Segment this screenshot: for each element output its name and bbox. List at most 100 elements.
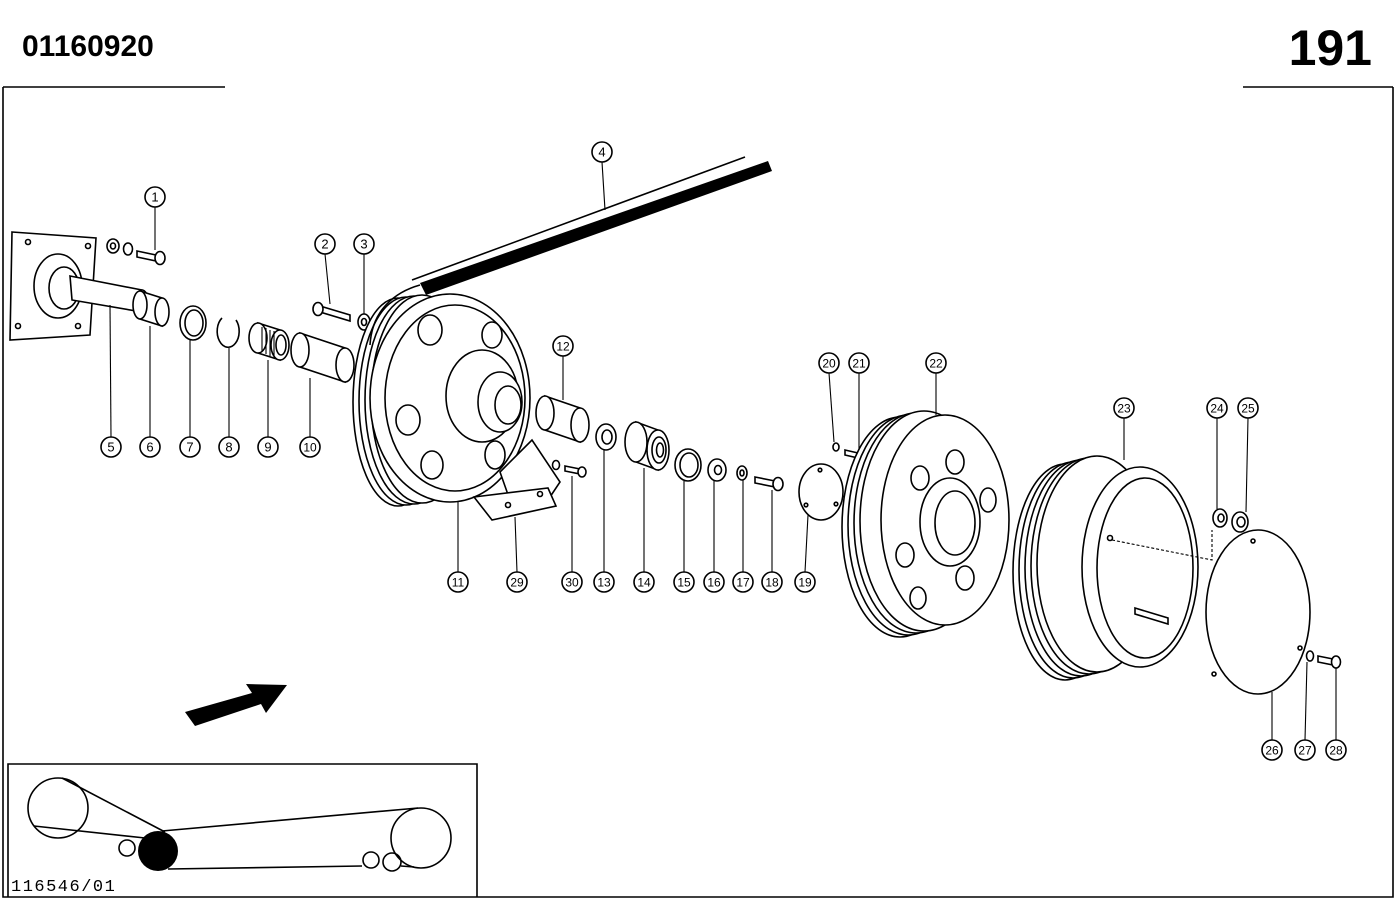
part-14-ball-bearing: [624, 420, 670, 472]
bolt-head: [772, 476, 784, 492]
inset-drawing-code: 116546/01: [11, 878, 116, 897]
callout-17: 17: [732, 480, 754, 593]
callout-26: 26: [1261, 692, 1283, 761]
sleeve-front: [570, 407, 590, 443]
callout-number: 24: [1210, 402, 1224, 416]
callout-leader-line: [109, 304, 112, 438]
pulley-hole: [955, 565, 975, 591]
callout-number: 14: [637, 576, 651, 590]
callout-number: 25: [1241, 402, 1255, 416]
inset-belt-d: [167, 865, 363, 870]
callout-circle: [1261, 739, 1283, 761]
part-8-snap-ring: [216, 317, 240, 348]
inset-idler: [118, 839, 136, 857]
callout-circle: [299, 436, 321, 458]
pulley-bore: [934, 490, 976, 556]
part-12-sleeve: [535, 394, 590, 444]
pulley-hole: [945, 449, 965, 475]
callout-13: 13: [593, 450, 615, 593]
callout-leader-line: [514, 516, 518, 573]
callout-circle: [848, 352, 870, 374]
belt-top-edge: [411, 156, 746, 281]
callout-circle: [218, 436, 240, 458]
bushing-front: [154, 297, 170, 327]
callout-circle: [633, 571, 655, 593]
ring-inner: [679, 452, 699, 478]
plate-hole: [74, 322, 82, 330]
callout-circle: [673, 571, 695, 593]
washer: [832, 442, 840, 452]
bracket-hole: [536, 490, 544, 498]
callout-19: 19: [794, 514, 816, 593]
nut-bore: [1236, 516, 1246, 528]
callout-number: 17: [736, 576, 750, 590]
callout-number: 1: [151, 190, 158, 205]
drum-inner-rim: [1096, 477, 1194, 659]
callout-circle: [257, 436, 279, 458]
callout-number: 11: [452, 576, 465, 590]
page-frame: [2, 86, 1394, 898]
part-13-bearing: [595, 423, 617, 451]
ring-inner: [184, 309, 204, 337]
callout-number: 23: [1117, 402, 1131, 416]
callout-number: 18: [765, 576, 779, 590]
part-16-washer: [707, 458, 727, 482]
part-1-bolt-set: [106, 238, 166, 266]
callout-number: 13: [597, 576, 611, 590]
callout-number: 6: [146, 440, 153, 455]
inset-idler: [362, 851, 380, 869]
part-9-needle-bearing: [248, 321, 290, 362]
direction-arrow-icon: [185, 684, 287, 726]
callout-leader-line: [601, 161, 606, 211]
pulley-hole: [909, 586, 927, 610]
callout-11: 11: [447, 502, 469, 593]
bolt-shank: [1317, 655, 1334, 666]
callout-23: 23: [1113, 397, 1135, 460]
callout-number: 7: [186, 440, 193, 455]
part-19-cap: [798, 463, 844, 521]
cap-hole: [817, 467, 823, 473]
part-15-ring: [674, 448, 702, 482]
callout-circle: [1237, 397, 1259, 419]
callout-number: 27: [1298, 744, 1312, 758]
callout-leader-line: [1245, 417, 1249, 513]
bolt-shank: [136, 250, 157, 262]
callout-number: 20: [822, 357, 836, 371]
ring-outer: [179, 305, 207, 341]
bearing-race: [651, 436, 667, 464]
callout-circle: [794, 571, 816, 593]
belt-wrap: [369, 284, 421, 346]
bearing-needles: [261, 327, 275, 357]
callout-number: 26: [1265, 744, 1279, 758]
callout-10: 10: [299, 378, 321, 458]
washer-outer: [707, 458, 727, 482]
callout-number: 29: [510, 576, 524, 590]
pulley-hub: [919, 477, 981, 567]
part-22-pulley: [841, 410, 1010, 638]
part-27-28-bolt-set: [1305, 650, 1342, 669]
part-number: 01160920: [22, 30, 154, 63]
part-17-washer: [736, 465, 748, 481]
callout-5: 5: [100, 304, 122, 458]
callout-circle: [353, 233, 375, 255]
callout-number: 3: [360, 237, 367, 252]
frame-border: [2, 87, 1394, 898]
callout-number: 30: [565, 576, 579, 590]
callout-4: 4: [591, 141, 613, 211]
bushing-back: [132, 290, 148, 320]
bearing-back: [624, 421, 648, 463]
callout-number: 22: [929, 357, 943, 371]
callout-circle: [1113, 397, 1135, 419]
nut-bore: [109, 242, 117, 250]
sleeve-back: [290, 332, 310, 368]
bolt-shank: [754, 476, 776, 488]
callout-circle: [314, 233, 336, 255]
part-18-bolt: [754, 476, 784, 492]
callout-circle: [506, 571, 528, 593]
callout-circle: [703, 571, 725, 593]
part-10-sleeve: [290, 331, 355, 384]
callout-21: 21: [848, 352, 870, 450]
part-25-nut: [1231, 511, 1249, 533]
callout-number: 2: [321, 237, 328, 252]
